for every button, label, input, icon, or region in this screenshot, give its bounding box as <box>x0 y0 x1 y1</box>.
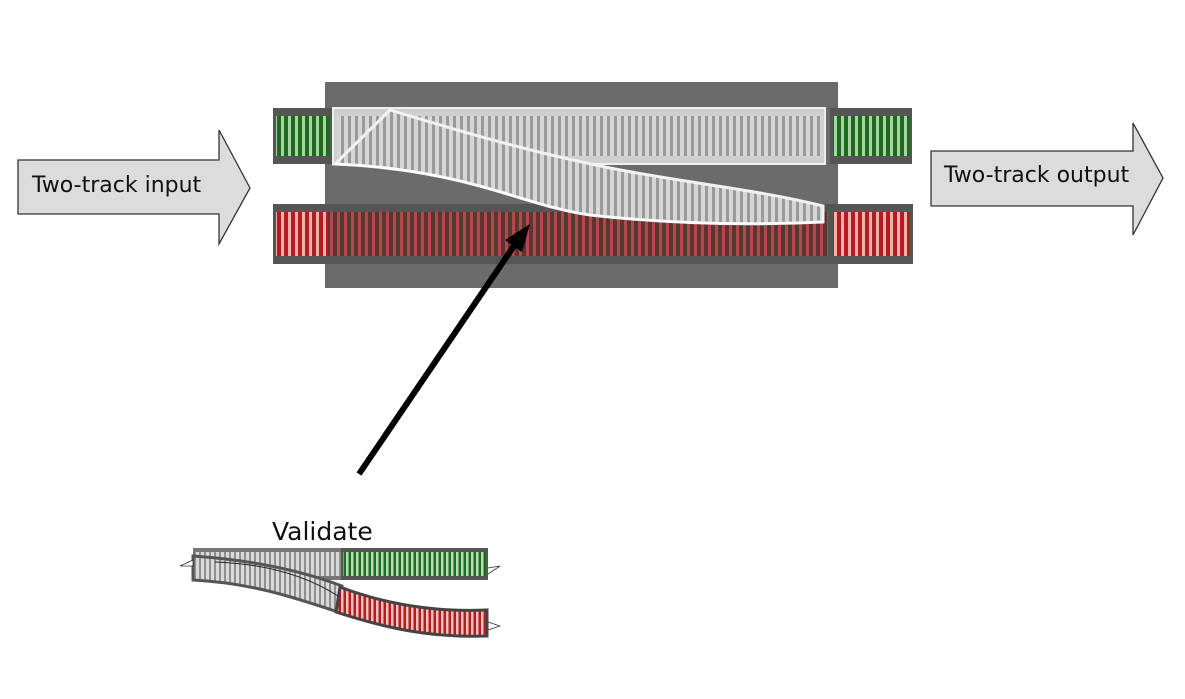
green-track-right <box>830 108 912 164</box>
output-arrow-label: Two-track output <box>943 163 1130 188</box>
right-arrow-icon <box>930 122 1164 236</box>
switch-diverging-track <box>331 108 825 226</box>
validate-label: Validate <box>272 517 373 546</box>
output-arrow: Two-track output <box>930 122 1164 236</box>
pointer-arrow <box>356 224 530 476</box>
validate-piece: Validate <box>179 517 502 638</box>
switch-panel <box>273 82 913 288</box>
input-arrow-label: Two-track input <box>31 173 202 198</box>
pointer-arrow-icon <box>356 238 521 476</box>
pointer-arrowhead <box>505 224 530 252</box>
green-track-left <box>273 108 333 164</box>
right-arrow-icon <box>17 129 251 247</box>
input-arrow: Two-track input <box>17 129 251 247</box>
